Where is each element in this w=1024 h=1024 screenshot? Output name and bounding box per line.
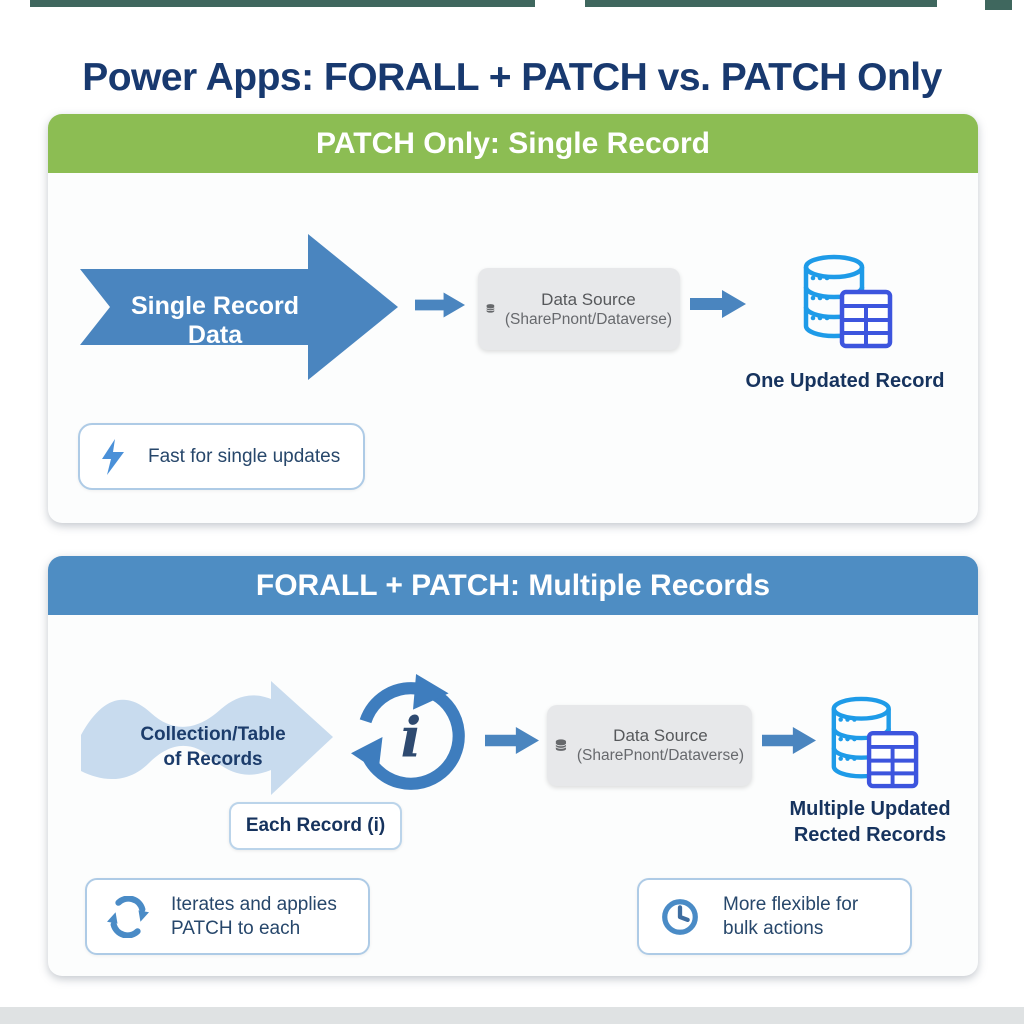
- right-arrow-icon: [690, 290, 746, 318]
- big-right-arrow-icon: [80, 234, 398, 380]
- lightning-icon: [102, 438, 124, 475]
- flexible-note-text: More flexible for bulk actions: [723, 893, 858, 941]
- top-crop-artifact: [985, 0, 1012, 10]
- database-icon: [486, 304, 495, 313]
- flexible-note-line1: More flexible for: [723, 893, 859, 915]
- data-source-subtitle: (SharePnont/Dataverse): [576, 747, 744, 765]
- top-crop-artifact: [30, 0, 535, 7]
- iterate-note-line1: Iterates and applies: [171, 893, 337, 915]
- clock-icon: [662, 898, 698, 935]
- iterate-icon: [107, 895, 149, 938]
- right-arrow-icon: [415, 292, 465, 318]
- panel-patch-only: PATCH Only: Single Record Single Record …: [48, 114, 978, 523]
- result-label: One Updated Record: [745, 370, 945, 392]
- db-table-icon: [831, 696, 919, 789]
- data-source-title: Data Source: [613, 726, 708, 746]
- single-record-arrow-label: Single Record Data: [130, 292, 300, 349]
- flexible-note-line2: bulk actions: [723, 917, 824, 939]
- wave-arrow-icon: [81, 681, 333, 795]
- panel-forall-patch-header: FORALL + PATCH: Multiple Records: [48, 556, 978, 615]
- result-label: Multiple Updated Rected Records: [720, 796, 1020, 848]
- loop-circle-icon: i: [351, 674, 465, 790]
- iterate-note-box: Iterates and applies PATCH to each: [85, 878, 370, 955]
- right-arrow-icon: [485, 727, 539, 754]
- loop-index-symbol: i: [401, 704, 422, 769]
- database-icon: [555, 738, 567, 751]
- collection-label-line2: of Records: [163, 749, 263, 770]
- data-source-subtitle: (SharePnont/Dataverse): [504, 310, 672, 328]
- page-title: Power Apps: FORALL + PATCH vs. PATCH Onl…: [82, 56, 942, 100]
- right-arrow-icon: [762, 727, 816, 754]
- result-label-line2: Rected Records: [793, 824, 947, 846]
- flexible-note-box: More flexible for bulk actions: [637, 878, 912, 955]
- data-source-box: Data Source (SharePnont/Dataverse): [478, 268, 680, 350]
- db-table-icon: [803, 254, 893, 349]
- top-crop-artifact: [585, 0, 937, 7]
- fast-note-text: Fast for single updates: [148, 445, 341, 467]
- collection-label-line1: Collection/Table: [140, 724, 286, 745]
- panel-forall-patch: FORALL + PATCH: Multiple Records Collect…: [48, 556, 978, 976]
- data-source-title: Data Source: [541, 289, 636, 309]
- iterate-note-line2: PATCH to each: [171, 917, 301, 939]
- collection-label: Collection/Table of Records: [113, 722, 313, 772]
- data-source-box: Data Source (SharePnont/Dataverse): [547, 705, 752, 786]
- fast-note-box: Fast for single updates: [78, 423, 365, 490]
- bottom-crop-artifact: [0, 1007, 1024, 1024]
- result-label-line1: Multiple Updated: [789, 798, 951, 820]
- each-record-box: Each Record (i): [229, 802, 402, 850]
- iterate-note-text: Iterates and applies PATCH to each: [171, 893, 337, 941]
- panel-patch-only-header: PATCH Only: Single Record: [48, 114, 978, 173]
